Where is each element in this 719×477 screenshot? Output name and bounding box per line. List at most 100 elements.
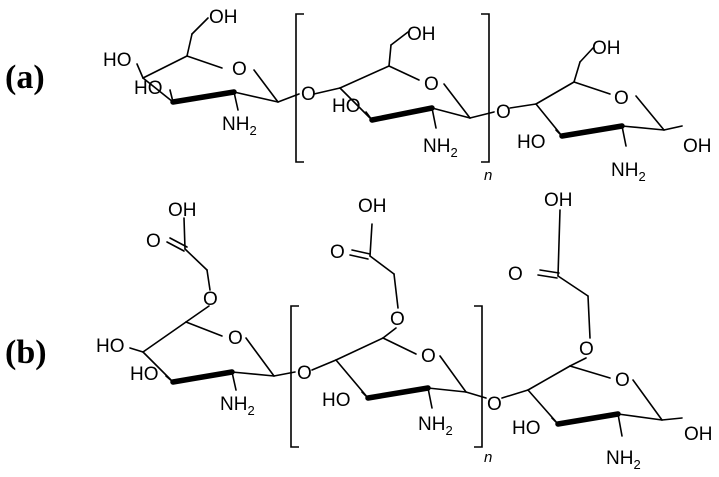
bond — [369, 255, 395, 275]
hydroxyl-label: HO — [322, 390, 351, 411]
carboxymethyl-glucosamine-unit: OH O O O HO NH2 — [322, 196, 467, 438]
bond — [361, 391, 369, 399]
glycosidic-oxygen-label: O — [297, 363, 312, 384]
bond — [382, 337, 417, 355]
carboxyl-hydroxyl-label: OH — [168, 200, 197, 221]
bond — [569, 365, 611, 379]
glucosamine-unit: OH O HO NH2 — [332, 24, 471, 160]
anomeric-hydroxyl-label: OH — [683, 136, 712, 157]
carboxyl-hydroxyl-label: OH — [544, 190, 573, 211]
bond — [231, 371, 237, 391]
glycosidic-bond — [273, 371, 296, 377]
bond — [349, 254, 369, 260]
carboxymethyl-glucosamine-unit: OH O O O HO NH2 OH — [508, 190, 713, 472]
bond — [427, 387, 467, 393]
bold-bond — [170, 369, 235, 385]
glycosidic-bond — [469, 111, 495, 119]
glycosidic-oxygen-label: O — [301, 84, 316, 105]
bond — [129, 347, 144, 353]
bond — [621, 125, 665, 131]
hydroxyl-label: HO — [96, 336, 125, 357]
ring-oxygen-label: O — [614, 88, 629, 109]
bond — [573, 81, 611, 95]
glycosidic-bond — [311, 359, 337, 371]
bond — [427, 387, 433, 409]
bond — [635, 95, 665, 131]
bond — [231, 371, 275, 377]
bond — [142, 321, 187, 353]
hydroxyl-label: OH — [209, 7, 238, 28]
amine-label: NH2 — [423, 136, 458, 160]
bond — [185, 305, 210, 323]
ring-oxygen-label: O — [228, 328, 243, 349]
bond — [632, 379, 663, 421]
bond — [184, 248, 208, 271]
ring-oxygen-label: O — [615, 370, 630, 391]
bond — [142, 55, 188, 79]
bond — [569, 357, 587, 367]
glycosidic-bond — [501, 389, 529, 399]
bond — [617, 413, 623, 437]
bond — [382, 327, 397, 339]
glycosidic-bond — [313, 87, 341, 95]
hydroxyl-label: HO — [332, 96, 361, 117]
bond — [351, 249, 371, 255]
bond — [557, 209, 561, 277]
bond — [388, 44, 392, 67]
bond — [369, 223, 373, 257]
bond — [579, 47, 594, 63]
repeat-bracket-right — [481, 13, 490, 163]
bond — [573, 61, 581, 83]
bond — [233, 91, 279, 103]
repeat-index-label: n — [484, 167, 492, 184]
glucosamine-unit: OH O HO HO NH2 — [103, 7, 279, 138]
panel-a-label: (a) — [5, 59, 45, 96]
hydroxyl-label: HO — [134, 78, 163, 99]
bond — [393, 273, 399, 309]
bond — [551, 417, 559, 425]
bond — [535, 81, 575, 105]
glycosidic-oxygen-label: O — [487, 394, 502, 415]
bond — [443, 83, 471, 119]
glycosidic-oxygen-label: O — [496, 102, 511, 123]
bond — [431, 107, 437, 129]
bond — [431, 107, 471, 119]
amine-label: NH2 — [418, 414, 453, 438]
bond — [191, 17, 209, 35]
repeat-index-label: n — [484, 449, 492, 466]
bond — [388, 65, 420, 81]
bond — [539, 269, 560, 274]
hydroxyl-label: HO — [103, 50, 132, 71]
bond — [233, 91, 239, 111]
hydroxyl-label: HO — [130, 364, 159, 385]
panel-b: (b) OH O O O HO HO NH2 — [5, 190, 713, 472]
bond — [165, 375, 174, 383]
bond — [136, 63, 144, 79]
bond — [555, 129, 563, 137]
glucosamine-unit: OH O HO NH2 OH — [517, 38, 712, 184]
amine-label: NH2 — [220, 394, 255, 418]
amine-label: NH2 — [606, 448, 641, 472]
glycosidic-bond — [465, 391, 487, 399]
repeat-bracket-left — [290, 305, 299, 448]
bond — [537, 274, 558, 279]
amine-label: NH2 — [222, 114, 257, 138]
bond — [663, 125, 683, 131]
bond — [183, 217, 186, 250]
bold-bond — [555, 411, 621, 427]
hydroxyl-label: OH — [407, 24, 436, 45]
carboxyl-hydroxyl-label: OH — [358, 196, 387, 217]
bond — [557, 275, 589, 297]
bond — [169, 89, 174, 103]
repeat-bracket-right — [474, 305, 483, 448]
bond — [365, 111, 373, 121]
bold-bond — [365, 385, 431, 401]
bond — [185, 321, 223, 337]
carboxymethyl-glucosamine-unit: OH O O O HO HO NH2 — [96, 200, 275, 418]
repeat-bracket-left — [295, 13, 304, 163]
bond — [186, 33, 193, 57]
bond — [621, 125, 627, 147]
bond — [206, 269, 211, 291]
bold-bond — [559, 123, 625, 139]
